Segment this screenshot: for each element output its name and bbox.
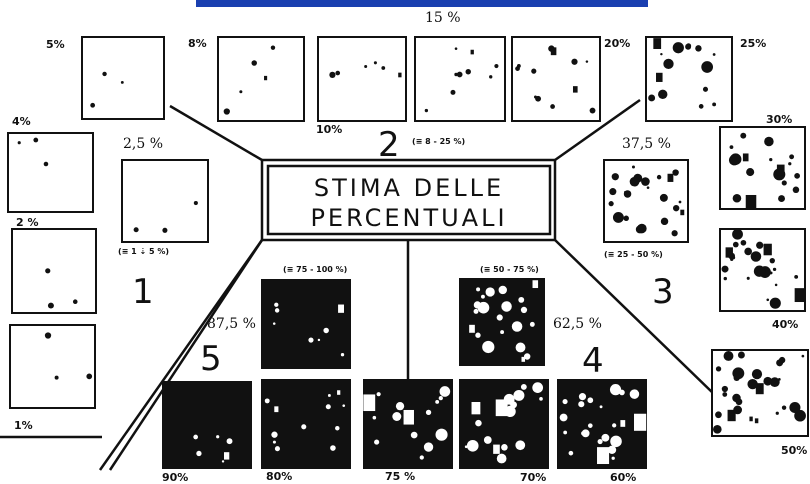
- range-label-2: (≡ 8 - 25 %): [412, 137, 465, 146]
- header-percent: 15 %: [425, 10, 461, 26]
- label-20pct: 20%: [604, 37, 630, 50]
- panel-40pct: [720, 229, 805, 311]
- panel-62-5pct: [460, 279, 544, 365]
- label-50pct: 50%: [781, 444, 807, 457]
- title-box: STIMA DELLE PERCENTUALI: [268, 166, 550, 234]
- group-number-1: 1: [132, 272, 154, 312]
- group-number-5: 5: [200, 339, 222, 379]
- panel-60pct: [558, 380, 646, 468]
- label-10pct: 10%: [316, 123, 342, 136]
- label-30pct: 30%: [766, 113, 792, 126]
- range-label-1: (≡ 1 ⇣ 5 %): [118, 247, 169, 256]
- label-25pct: 25%: [740, 37, 766, 50]
- highlight-62-5: 62,5 %: [553, 316, 602, 332]
- group-number-2: 2: [378, 125, 400, 165]
- panel-2-5pct: [122, 160, 208, 242]
- panel-70pct: [460, 380, 548, 468]
- label-2pct: 2 %: [16, 216, 39, 229]
- panel-5pct: [82, 37, 164, 119]
- panel-10pct: [318, 37, 406, 121]
- range-label-3: (≡ 25 - 50 %): [604, 250, 663, 259]
- range-label-4: (≡ 50 - 75 %): [480, 265, 539, 274]
- panel-25pct: [646, 37, 732, 121]
- label-70pct: 70%: [520, 471, 546, 484]
- panel-2pct: [12, 229, 96, 313]
- label-5pct: 5%: [46, 38, 65, 51]
- label-40pct-right: 40%: [772, 318, 798, 331]
- highlight-87-5: 87,5 %: [207, 316, 256, 332]
- group-number-3: 3: [652, 272, 674, 312]
- panel-90pct: [163, 382, 251, 468]
- label-60pct: 60%: [610, 471, 636, 484]
- range-label-5: (≡ 75 - 100 %): [283, 265, 347, 274]
- panel-4pct: [8, 133, 93, 212]
- label-1pct: 1%: [14, 419, 33, 432]
- highlight-2-5: 2,5 %: [123, 136, 163, 152]
- title-line-2: PERCENTUALI: [310, 204, 507, 232]
- panel-30pct: [720, 127, 805, 210]
- label-8pct: 8%: [188, 37, 207, 50]
- title-line-1: STIMA DELLE: [314, 174, 504, 202]
- panel-75pct: [363, 380, 452, 468]
- highlight-37-5: 37,5 %: [622, 136, 671, 152]
- panel-37-5pct: [604, 160, 688, 242]
- panel-15pct: [415, 37, 505, 121]
- group-number-4: 4: [582, 341, 604, 381]
- label-75pct: 75 %: [385, 470, 415, 483]
- label-4pct: 4%: [12, 115, 31, 128]
- label-80pct: 80%: [266, 470, 292, 483]
- panel-50pct: [712, 350, 808, 436]
- panel-1pct: [10, 325, 95, 408]
- panel-8pct: [218, 37, 304, 121]
- panel-87-5pct: [262, 280, 350, 368]
- label-90pct: 90%: [162, 471, 188, 484]
- panel-80pct: [262, 380, 350, 468]
- panel-20pct: [512, 37, 600, 121]
